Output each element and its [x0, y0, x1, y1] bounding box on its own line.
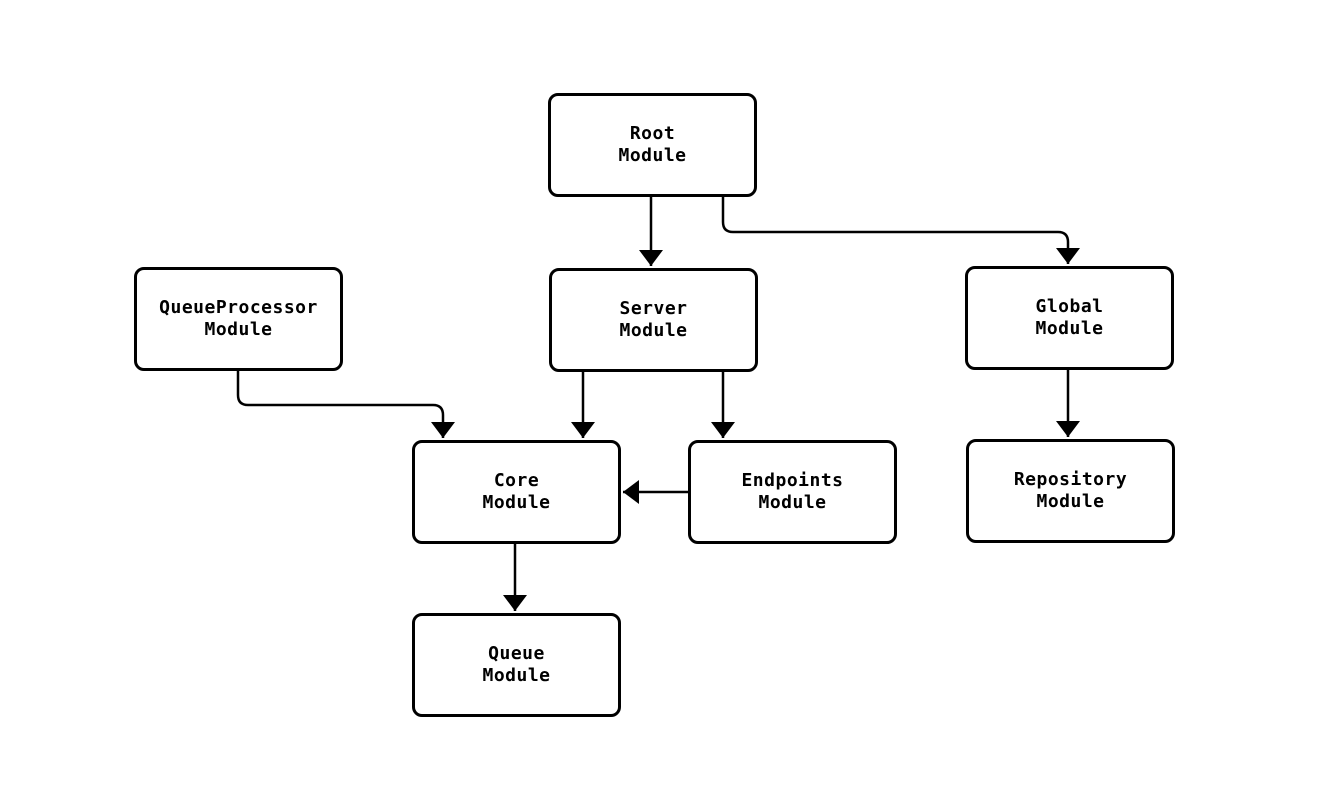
node-root-module: Root Module — [548, 93, 757, 197]
node-label-line1: Global — [1035, 296, 1104, 317]
node-core-module: Core Module — [412, 440, 621, 544]
node-label-line1: Endpoints — [741, 470, 844, 491]
node-server-module: Server Module — [549, 268, 758, 372]
node-queueprocessor-module: QueueProcessor Module — [134, 267, 343, 371]
node-label-line2: Module — [758, 492, 827, 513]
node-endpoints-module: Endpoints Module — [688, 440, 897, 544]
node-label-line1: Core — [493, 470, 540, 491]
node-label-line2: Module — [1036, 491, 1105, 512]
node-label-line1: Repository — [1013, 469, 1128, 490]
node-label-line2: Module — [204, 319, 273, 340]
node-label-line2: Module — [1035, 318, 1104, 339]
edge-queueprocessor-to-core — [236, 371, 455, 438]
node-global-module: Global Module — [965, 266, 1174, 370]
node-label-line1: Root — [629, 123, 676, 144]
node-label-line2: Module — [618, 145, 687, 166]
node-label-line2: Module — [482, 665, 551, 686]
node-label-line2: Module — [619, 320, 688, 341]
node-label-line1: Server — [619, 298, 688, 319]
edge-root-to-global — [721, 197, 1080, 264]
node-queue-module: Queue Module — [412, 613, 621, 717]
node-label-line1: QueueProcessor — [159, 297, 318, 318]
node-label-line1: Queue — [488, 643, 545, 664]
node-label-line2: Module — [482, 492, 551, 513]
node-repository-module: Repository Module — [966, 439, 1175, 543]
